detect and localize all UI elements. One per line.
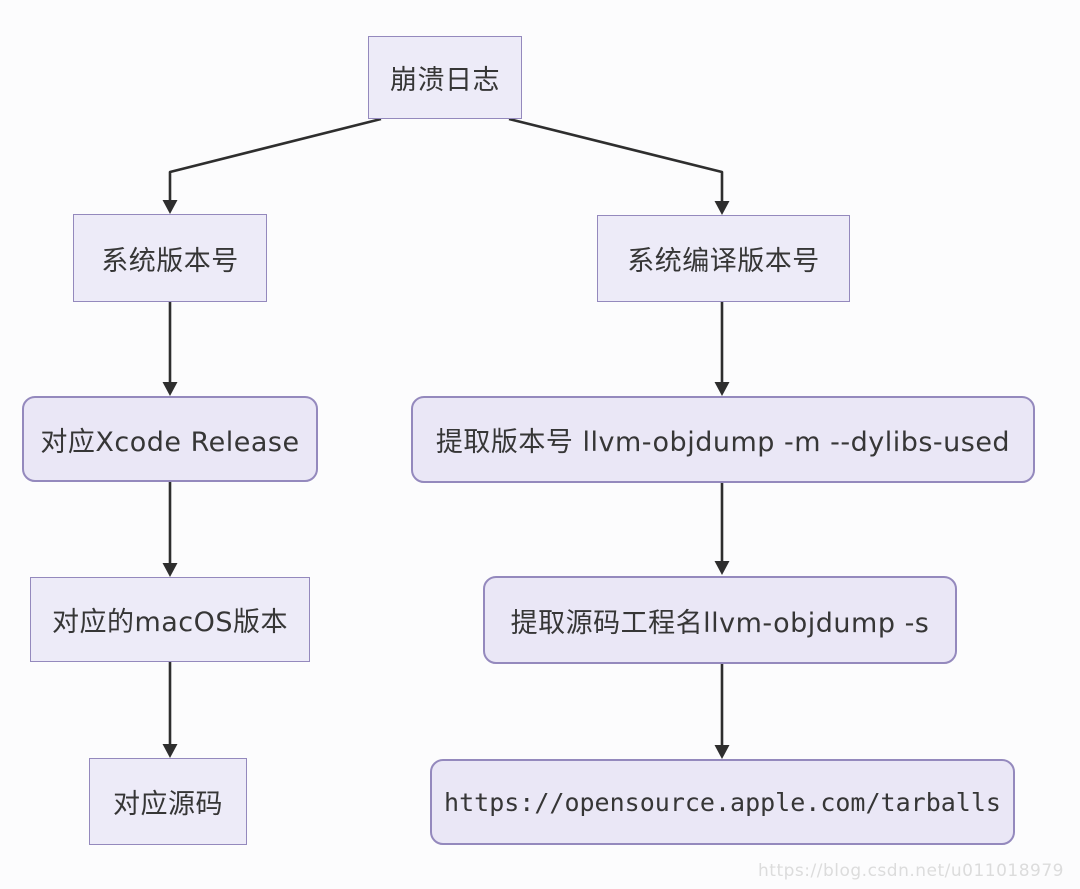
node-tarballs-url-label: https://opensource.apple.com/tarballs <box>444 787 1001 817</box>
arrow-systemversion-to-xcoderelease <box>162 302 178 396</box>
arrow-buildversion-to-extractversion <box>714 302 730 396</box>
node-crash-log-label: 崩溃日志 <box>390 65 500 96</box>
csdn-watermark: https://blog.csdn.net/u011018979 <box>758 861 1064 881</box>
node-crash-log: 崩溃日志 <box>368 36 522 119</box>
arrow-crashlog-to-buildversion <box>508 117 730 215</box>
arrow-macosversion-to-sourcecode <box>162 662 178 758</box>
node-source-code-label: 对应源码 <box>113 789 223 820</box>
node-macos-version: 对应的macOS版本 <box>30 577 310 662</box>
node-tarballs-url: https://opensource.apple.com/tarballs <box>430 759 1015 845</box>
node-extract-version: 提取版本号 llvm-objdump -m --dylibs-used <box>411 396 1035 483</box>
arrow-extractversion-to-sourcename <box>714 483 730 575</box>
node-extract-source-name-label: 提取源码工程名llvm-objdump -s <box>510 607 930 639</box>
node-source-code: 对应源码 <box>89 758 247 845</box>
arrow-crashlog-to-systemversion <box>162 117 382 214</box>
node-system-build-version-label: 系统编译版本号 <box>627 246 820 277</box>
node-extract-version-label: 提取版本号 llvm-objdump -m --dylibs-used <box>435 427 1011 458</box>
node-system-version: 系统版本号 <box>73 214 267 302</box>
node-extract-source-name: 提取源码工程名llvm-objdump -s <box>483 576 957 664</box>
node-macos-version-label: 对应的macOS版本 <box>51 607 289 638</box>
arrow-sourcename-to-tarballs <box>714 664 730 759</box>
node-xcode-release-label: 对应Xcode Release <box>40 426 300 458</box>
node-xcode-release: 对应Xcode Release <box>22 396 318 482</box>
arrow-xcoderelease-to-macosversion <box>162 482 178 577</box>
node-system-version-label: 系统版本号 <box>101 245 239 277</box>
node-system-build-version: 系统编译版本号 <box>597 215 850 302</box>
